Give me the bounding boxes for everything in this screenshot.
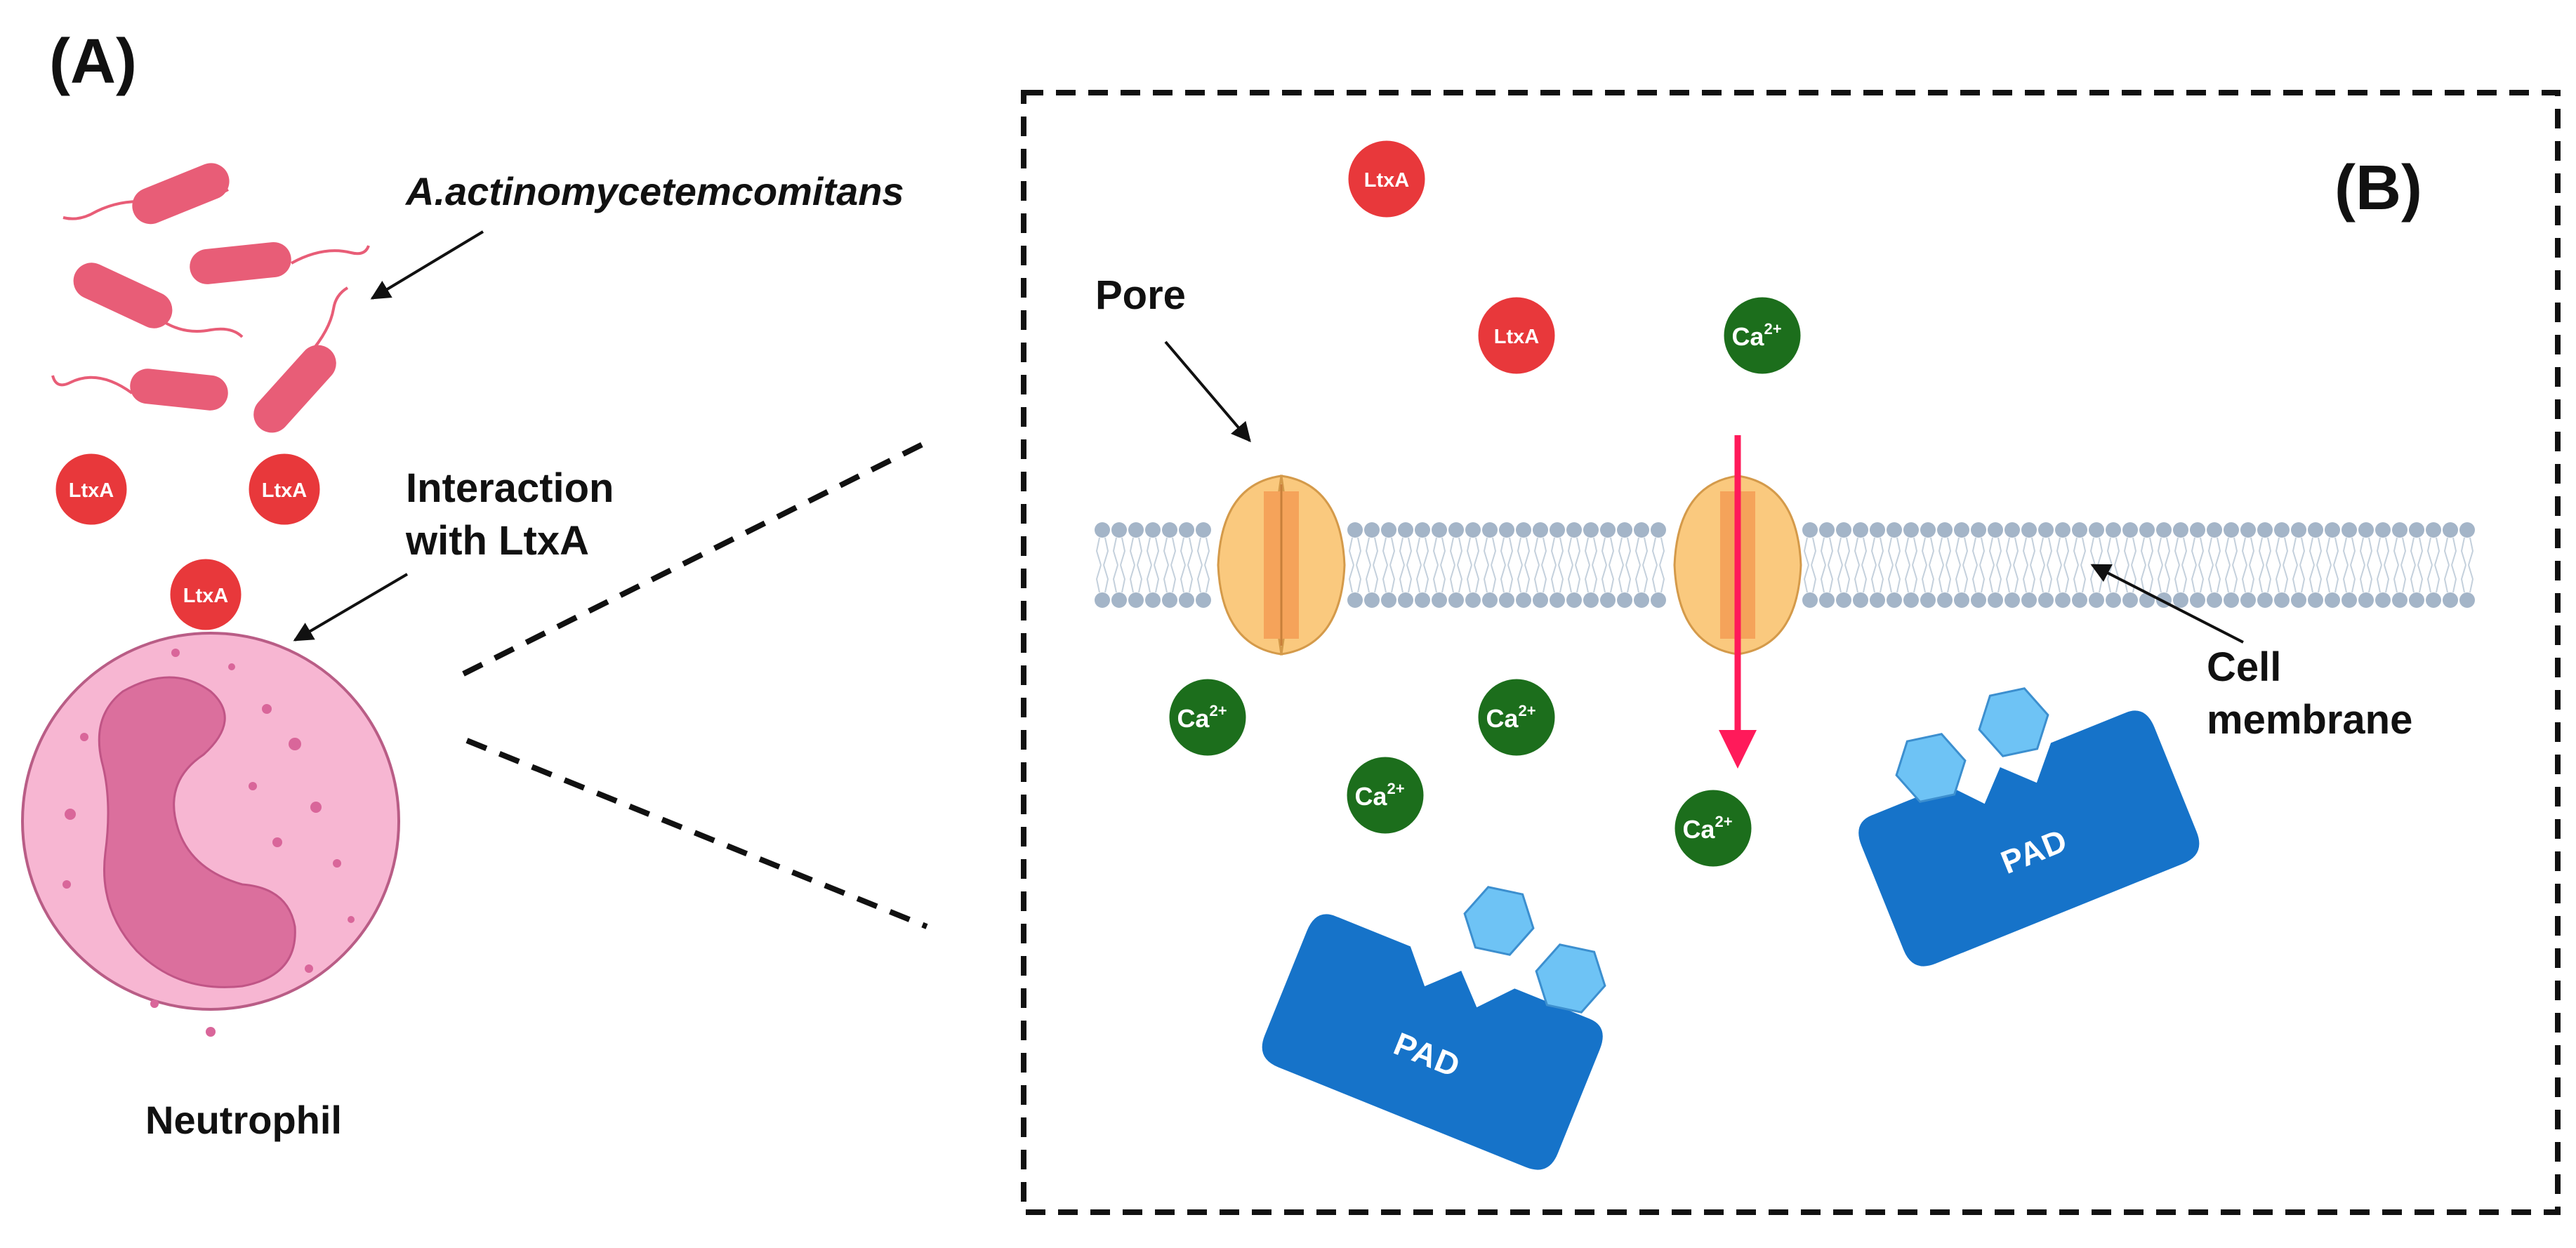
substrate-hexagon bbox=[1535, 943, 1606, 1014]
calcium-influx-arrow bbox=[1719, 435, 1757, 769]
panel-a-tag: (A) bbox=[49, 27, 137, 97]
panel-b-frame bbox=[1021, 90, 2561, 1215]
calcium-ion: Ca2+ bbox=[1167, 677, 1248, 758]
bacterium bbox=[253, 286, 349, 433]
bacteria-arrow bbox=[370, 230, 484, 300]
ltxa-molecule: LtxA bbox=[168, 557, 244, 632]
svg-text:Ca2+: Ca2+ bbox=[1354, 780, 1404, 811]
panel-b-tag: (B) bbox=[2334, 153, 2422, 223]
ltxa-molecule: LtxA bbox=[1346, 138, 1427, 220]
pore-channel bbox=[1217, 474, 1346, 656]
neutrophil-label: Neutrophil bbox=[145, 1098, 342, 1142]
svg-text:Ca2+: Ca2+ bbox=[1682, 813, 1732, 844]
interaction-label-line1: Interaction bbox=[406, 465, 614, 511]
svg-text:Ca2+: Ca2+ bbox=[1177, 702, 1227, 733]
svg-text:LtxA: LtxA bbox=[1494, 326, 1540, 348]
zoom-line-top bbox=[462, 436, 935, 677]
bacteria-label: A.actinomycetemcomitans bbox=[404, 169, 904, 213]
calcium-ion: Ca2+ bbox=[1672, 788, 1754, 869]
svg-text:Ca2+: Ca2+ bbox=[1731, 320, 1781, 351]
ltxa-molecule: LtxA bbox=[246, 451, 322, 527]
bacteria-cluster bbox=[51, 163, 370, 433]
bacterium bbox=[62, 163, 230, 225]
svg-text:LtxA: LtxA bbox=[262, 479, 308, 502]
membrane-label-line2: membrane bbox=[2207, 697, 2412, 743]
membrane-label-line1: Cell bbox=[2207, 644, 2281, 690]
calcium-ion: Ca2+ bbox=[1476, 677, 1557, 758]
svg-text:LtxA: LtxA bbox=[183, 585, 229, 607]
ltxa-molecule: LtxA bbox=[53, 451, 129, 527]
bacterium bbox=[190, 241, 370, 284]
svg-text:LtxA: LtxA bbox=[69, 479, 114, 502]
cell-membrane bbox=[1095, 522, 2475, 608]
substrate-hexagon bbox=[1463, 886, 1535, 956]
zoom-line-bottom bbox=[465, 738, 928, 929]
substrate-hexagon bbox=[1895, 733, 1967, 803]
calcium-ion: Ca2+ bbox=[1345, 755, 1426, 836]
calcium-ion: Ca2+ bbox=[1722, 295, 1803, 376]
svg-text:LtxA: LtxA bbox=[1364, 169, 1410, 192]
interaction-arrow bbox=[293, 573, 409, 642]
neutrophil-cell bbox=[21, 632, 400, 1037]
pad-enzyme: PAD bbox=[1858, 710, 2200, 967]
neutrophil-nucleus bbox=[98, 676, 296, 988]
pore-arrow bbox=[1164, 340, 1251, 443]
bacterium bbox=[51, 369, 228, 411]
membrane-arrow bbox=[2090, 564, 2244, 644]
pad-enzyme: PAD bbox=[1262, 914, 1603, 1170]
bacterium bbox=[73, 263, 244, 338]
substrate-hexagon bbox=[1978, 687, 2049, 757]
svg-text:Ca2+: Ca2+ bbox=[1486, 702, 1535, 733]
interaction-label-line2: with LtxA bbox=[405, 518, 589, 564]
pore-label: Pore bbox=[1095, 272, 1186, 318]
ltxa-molecule: LtxA bbox=[1476, 295, 1557, 376]
